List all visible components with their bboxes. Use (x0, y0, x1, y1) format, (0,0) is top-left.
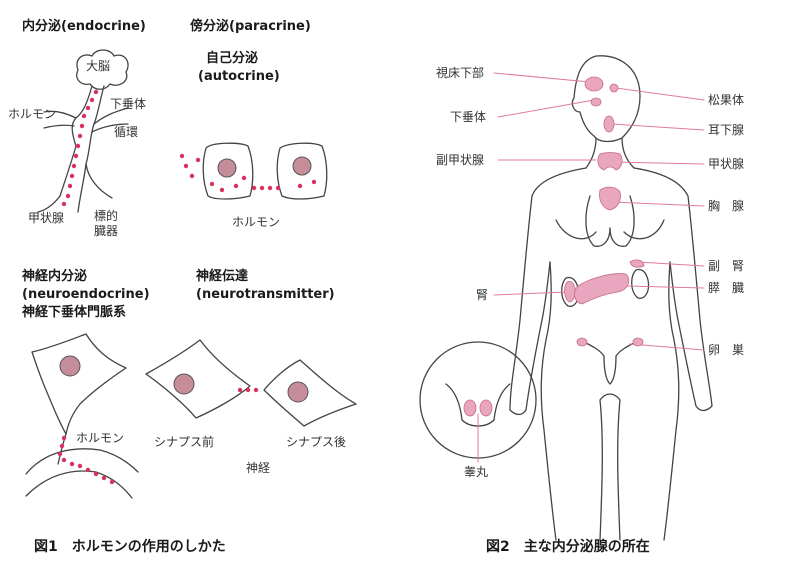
neuroendocrine-heading-en: (neuroendocrine) (22, 287, 150, 302)
left-ovary (576, 337, 588, 347)
thyroid-gland (597, 152, 623, 171)
testis-right (479, 399, 493, 417)
glands (463, 76, 645, 417)
parathyroid-label: 副甲状腺 (436, 153, 485, 167)
endocrine-heading: 内分泌(endocrine) (22, 19, 146, 34)
thyroid-label: 甲状腺 (708, 157, 745, 171)
circulation-label: 循環 (114, 125, 139, 139)
vessel-lower-left (37, 195, 61, 213)
neurotransmission-heading-en: (neurotransmitter) (196, 287, 335, 302)
pituitary-label-fig1: 下垂体 (110, 97, 147, 111)
testis-label: 睾丸 (464, 465, 489, 479)
head-outline (571, 55, 641, 143)
cell-nuclei (59, 156, 312, 403)
chest-lines (555, 219, 665, 240)
autocrine-heading-en: (autocrine) (198, 69, 280, 84)
inner-legs (599, 393, 621, 541)
pineal-gland (609, 83, 619, 93)
lung-heart-outline (585, 195, 635, 247)
pre-synapse-label: シナプス前 (154, 435, 215, 449)
organ-outlines (561, 195, 650, 385)
portal-vessel-upper (25, 448, 139, 475)
pancreas-label: 膵 臓 (708, 281, 745, 295)
vessel-branch-upper-2 (91, 123, 129, 133)
ovary-label: 卵 巣 (708, 343, 745, 357)
hypothalamus-label: 視床下部 (436, 66, 485, 80)
neck (585, 137, 635, 169)
vessel-right-wall (85, 85, 113, 199)
hypothalamus-gland (584, 76, 604, 92)
pancreas-gland (574, 273, 630, 305)
nerve-label: 神経 (246, 461, 271, 475)
post-synaptic-nucleus (287, 381, 309, 403)
brain-outline (76, 49, 129, 90)
pituitary-label: 下垂体 (450, 110, 487, 124)
thymus-label: 胸 腺 (708, 199, 745, 213)
uterus-outline (583, 341, 637, 385)
post-synapse-label: シナプス後 (286, 435, 347, 449)
paracrine-nucleus-left (217, 158, 237, 178)
neurohypophyseal-portal-heading: 神経下垂体門脈系 (22, 305, 127, 320)
vessel-lower-right (77, 163, 87, 213)
brain-label: 大脳 (86, 59, 111, 73)
neuron-body (31, 333, 127, 435)
paracrine-cell-right (276, 142, 328, 200)
parotid-label: 耳下腺 (708, 123, 745, 137)
torso-outline (509, 167, 713, 416)
vessel-branch-left-2 (43, 124, 75, 129)
target-organ-label-2: 臓器 (94, 224, 119, 238)
paracrine-nucleus-right (292, 156, 312, 176)
post-synaptic-cell (263, 359, 357, 427)
hormone-label-endocrine: ホルモン (8, 107, 57, 121)
portal-vessel-lower (25, 470, 133, 499)
neuroendocrine-heading: 神経内分泌 (22, 269, 88, 284)
hormone-label-paracrine: ホルモン (232, 215, 281, 229)
figure2-caption: 図2 主な内分泌腺の所在 (486, 539, 650, 555)
paracrine-heading: 傍分泌(paracrine) (190, 19, 311, 34)
thymus-gland (599, 186, 621, 211)
waist-hips (540, 261, 680, 541)
neuroendocrine-illustration (25, 333, 139, 499)
pineal-label: 松果体 (708, 93, 745, 107)
adrenal-label: 副 腎 (708, 259, 745, 273)
autocrine-heading: 自己分泌 (206, 51, 259, 66)
testis-left (463, 399, 477, 417)
body-illustration (509, 55, 713, 541)
vessel-branch-left (43, 110, 77, 119)
leader-lines (477, 72, 705, 463)
neuron-nucleus (59, 355, 81, 377)
neurotransmitter-illustration (145, 339, 357, 427)
vessel-left-wall (59, 85, 93, 197)
target-organ-label-1: 標的 (94, 209, 119, 223)
paracrine-cell-left (202, 142, 254, 200)
figure1-caption: 図1 ホルモンの作用のしかた (34, 539, 226, 555)
kidney-label: 腎 (476, 288, 489, 302)
hormone-label-neuroendocrine: ホルモン (76, 431, 125, 445)
pituitary-gland (590, 97, 602, 107)
parotid-gland (603, 115, 615, 133)
thyroid-label-fig1: 甲状腺 (28, 211, 65, 225)
hormone-dots (57, 89, 317, 485)
right-kidney-outline (631, 268, 650, 299)
pre-synaptic-nucleus (173, 373, 195, 395)
paracrine-illustration (202, 142, 328, 200)
endocrine-illustration (37, 49, 129, 213)
left-kidney-gland (564, 280, 576, 303)
right-ovary (632, 337, 644, 347)
adrenal-gland (629, 259, 645, 268)
neurotransmission-heading: 神経伝達 (196, 269, 249, 284)
vessel-branch-upper (93, 107, 129, 125)
pre-synaptic-cell (145, 339, 251, 419)
